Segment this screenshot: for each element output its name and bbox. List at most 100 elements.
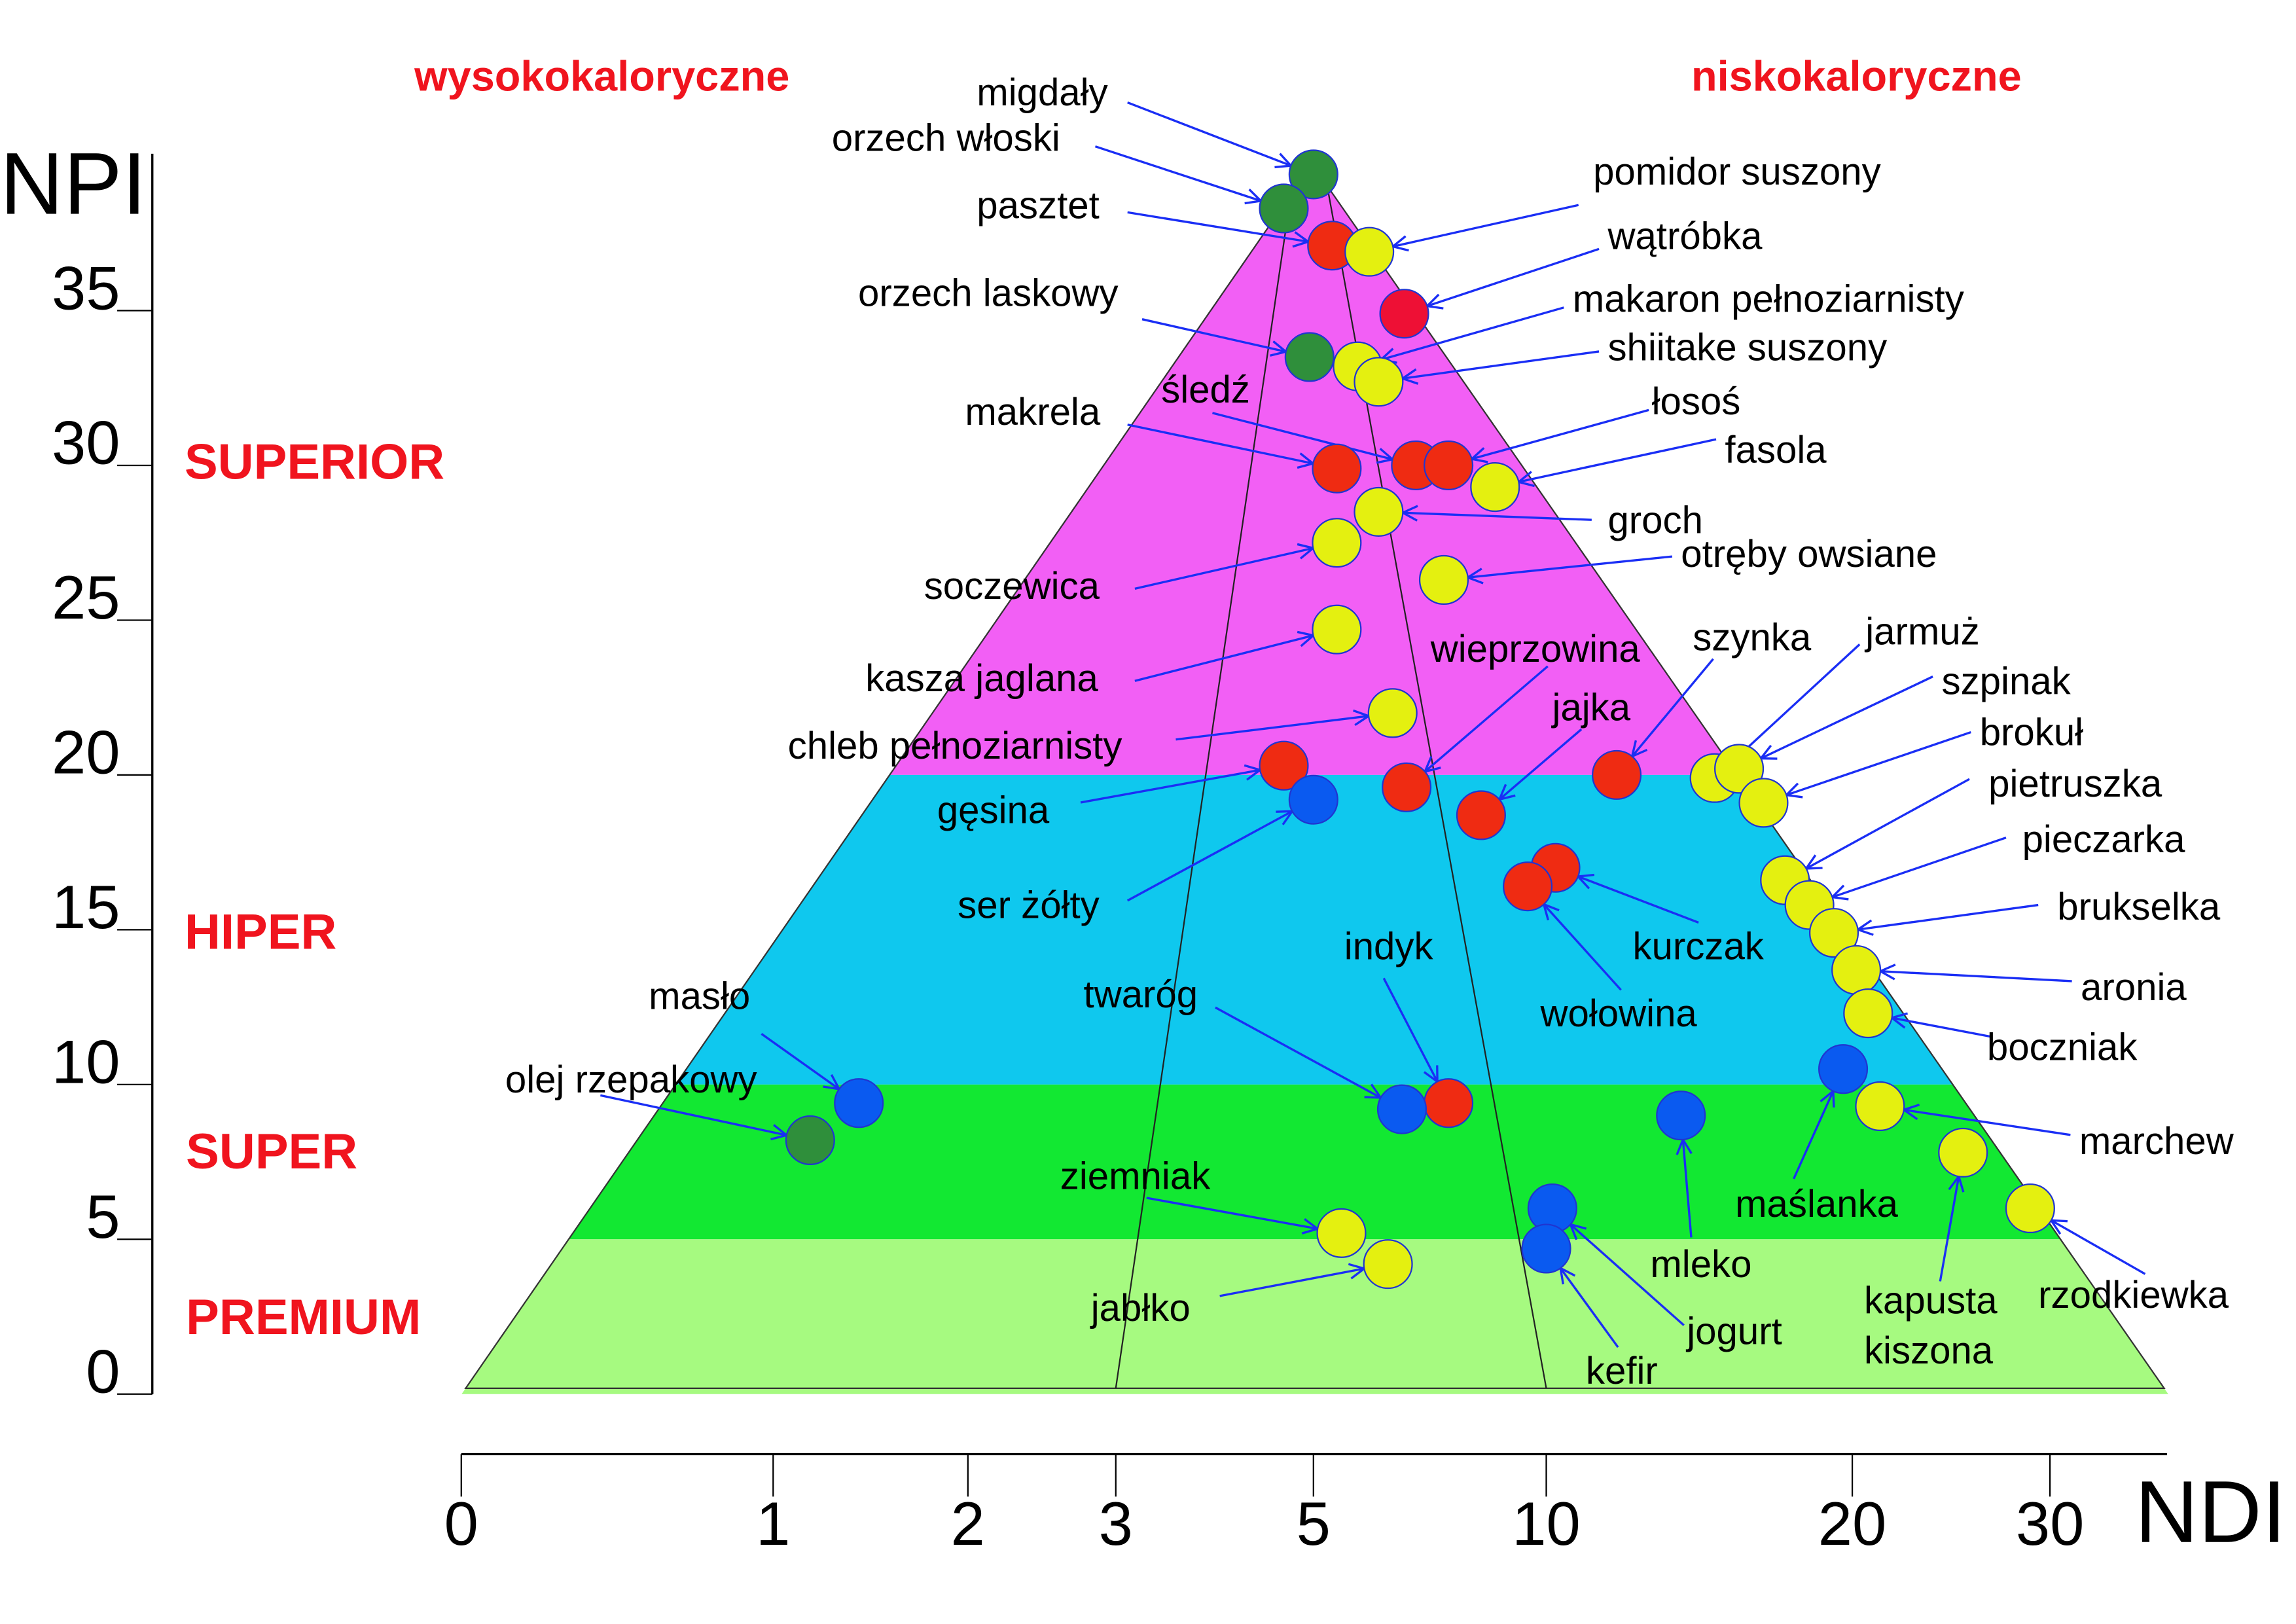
- arrow-wieprzowina: [1425, 665, 1549, 772]
- label-arrows: [600, 101, 2146, 1348]
- arrow-fasola: [1518, 438, 1717, 482]
- data-points: [785, 149, 2055, 1290]
- point-aronia: [1831, 945, 1882, 995]
- label-szynka: szynka: [1693, 616, 1812, 659]
- point-kefir: [1521, 1223, 1571, 1274]
- label-ziemniak: ziemniak: [1060, 1155, 1211, 1198]
- point-brokuł: [1738, 778, 1789, 828]
- arrow-łosoś: [1472, 408, 1649, 459]
- label-marchew: marchew: [2079, 1120, 2234, 1163]
- arrow-olej-rzepakowy: [600, 1094, 786, 1135]
- arrow-aronia: [1880, 971, 2072, 983]
- label-olej-rzepakowy: olej rzepakowy: [505, 1058, 757, 1101]
- arrow-orzech-włoski: [1094, 145, 1261, 201]
- label-groch: groch: [1607, 499, 1702, 541]
- point-twaróg: [1376, 1084, 1427, 1134]
- label-szpinak: szpinak: [1942, 660, 2072, 702]
- y-tick-label: 35: [52, 253, 120, 322]
- label-makaron-pełnoziarnisty: makaron pełnoziarnisty: [1573, 278, 1964, 321]
- arrow-kapusta-kiszona: [1939, 1176, 1958, 1282]
- point-gęsina: [1259, 740, 1309, 791]
- label-otręby-owsiane: otręby owsiane: [1681, 533, 1937, 575]
- arrow-jabłko: [1219, 1269, 1365, 1297]
- label-jabłko: jabłko: [1090, 1287, 1191, 1329]
- point-wołowina: [1503, 861, 1553, 912]
- label-shiitake-suszony: shiitake suszony: [1607, 326, 1887, 369]
- point-ziemniak: [1316, 1208, 1367, 1258]
- y-tick-label: 30: [52, 408, 120, 477]
- header-low-calorie: niskokaloryczne: [1691, 52, 2022, 100]
- point-shiitake-suszony: [1354, 357, 1404, 407]
- label-orzech-laskowy: orzech laskowy: [858, 272, 1119, 315]
- label-twaróg: twaróg: [1084, 973, 1198, 1016]
- point-wątróbka: [1379, 289, 1429, 339]
- point-wieprzowina: [1382, 762, 1432, 812]
- point-orzech-laskowy: [1284, 332, 1335, 382]
- label-wołowina: wołowina: [1540, 992, 1698, 1035]
- arrow-marchew: [1904, 1110, 2071, 1136]
- arrow-twaróg: [1215, 1006, 1381, 1098]
- arrow-gęsina: [1080, 770, 1260, 804]
- arrow-śledź: [1212, 412, 1392, 460]
- point-jajka: [1456, 790, 1506, 840]
- x-tick-label: 30: [2016, 1489, 2085, 1558]
- arrow-jajka: [1499, 728, 1583, 799]
- label-jarmuż: jarmuż: [1864, 610, 1980, 653]
- arrow-otręby-owsiane: [1468, 555, 1673, 577]
- label-wieprzowina: wieprzowina: [1430, 628, 1641, 670]
- label-fasola: fasola: [1725, 429, 1827, 471]
- x-tick-label: 10: [1512, 1489, 1581, 1558]
- arrow-pomidor-suszony: [1393, 204, 1579, 246]
- arrow-kasza-jaglana: [1134, 636, 1314, 682]
- point-groch: [1354, 486, 1404, 537]
- arrow-pasztet: [1127, 211, 1308, 242]
- point-migdały: [1288, 149, 1338, 200]
- label-indyk: indyk: [1344, 925, 1434, 967]
- arrow-ser-żółty: [1126, 811, 1293, 902]
- x-tick-label: 0: [444, 1489, 478, 1558]
- label-gęsina: gęsina: [937, 789, 1050, 831]
- point-masło: [834, 1078, 884, 1128]
- point-indyk: [1424, 1078, 1474, 1128]
- band-hiper: [675, 774, 1953, 1085]
- arrow-soczewica: [1134, 548, 1314, 590]
- point-maślanka: [1818, 1044, 1869, 1094]
- arrow-szpinak: [1761, 676, 1933, 759]
- label-soczewica: soczewica: [924, 565, 1100, 607]
- label-chleb-pełnoziarnisty: chleb pełnoziarnisty: [788, 725, 1122, 767]
- arrow-wołowina: [1544, 905, 1622, 991]
- y-tick-label: 0: [86, 1337, 120, 1406]
- y-tick-label: 25: [52, 563, 120, 632]
- arrow-brokuł: [1786, 731, 1971, 795]
- band-label-hiper: HIPER: [185, 905, 336, 960]
- point-orzech-włoski: [1259, 183, 1309, 234]
- point-boczniak: [1843, 988, 1893, 1039]
- arrow-jogurt: [1570, 1225, 1685, 1326]
- point-soczewica: [1312, 518, 1362, 568]
- point-fasola: [1470, 462, 1520, 513]
- pyramid-bands: [461, 162, 2168, 1394]
- label-makrela: makrela: [965, 391, 1100, 433]
- point-brukselka: [1808, 908, 1859, 958]
- x-axis-title: NDI: [2135, 1463, 2286, 1561]
- label-rzodkiewka: rzodkiewka: [2038, 1274, 2229, 1316]
- arrow-chleb-pełnoziarnisty: [1175, 716, 1369, 741]
- label-ser-żółty: ser żółty: [958, 884, 1100, 927]
- arrow-shiitake-suszony: [1403, 350, 1600, 378]
- label-pieczarka: pieczarka: [2022, 818, 2186, 861]
- arrow-groch: [1403, 513, 1592, 520]
- point-marchew: [1855, 1081, 1905, 1131]
- label-boczniak: boczniak: [1987, 1026, 2138, 1069]
- band-label-premium: PREMIUM: [186, 1290, 421, 1345]
- label-łosoś: łosoś: [1652, 380, 1741, 423]
- label-brukselka: brukselka: [2057, 886, 2221, 928]
- label-pietruszka: pietruszka: [1988, 763, 2162, 805]
- point-kapusta-kiszona: [1938, 1127, 1988, 1178]
- label-pomidor-suszony: pomidor suszony: [1593, 151, 1881, 193]
- label-migdały: migdały: [977, 71, 1107, 114]
- x-tick-label: 20: [1818, 1489, 1887, 1558]
